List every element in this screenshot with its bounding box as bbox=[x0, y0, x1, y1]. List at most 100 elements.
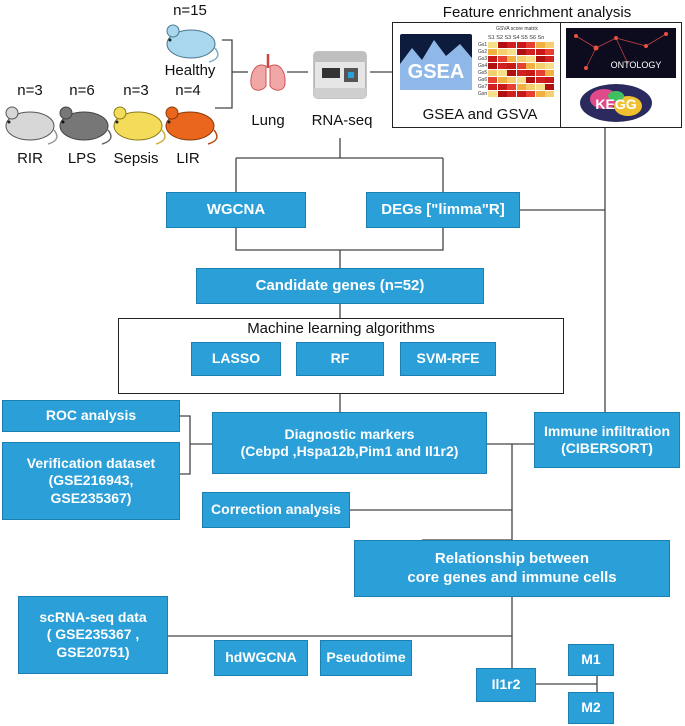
gsva-matrix-row: Gs1 bbox=[478, 41, 556, 48]
gsva-cell bbox=[507, 48, 516, 55]
mouse-rir-label: RIR bbox=[17, 150, 43, 167]
gsva-row-label: Gs3 bbox=[478, 55, 488, 62]
candidate-genes-box: Candidate genes (n=52) bbox=[196, 268, 484, 304]
lasso-box: LASSO bbox=[191, 342, 281, 376]
gsva-cell bbox=[497, 69, 507, 76]
scrna-line-1: scRNA-seq data bbox=[39, 608, 147, 625]
gsva-matrix-row: Gs3 bbox=[478, 55, 556, 62]
diagnostic-markers-box: Diagnostic markers (Cebpd ,Hspa12b,Pim1 … bbox=[212, 412, 487, 474]
m1-box: M1 bbox=[568, 644, 614, 676]
hdwgcna-box: hdWGCNA bbox=[214, 640, 308, 676]
gsva-cell bbox=[507, 90, 516, 97]
mouse-sepsis-count: n=3 bbox=[123, 82, 149, 99]
m2-box: M2 bbox=[568, 692, 614, 724]
gsva-cell bbox=[526, 83, 535, 90]
diagnostic-genes: (Cebpd ,Hspa12b,Pim1 and Il1r2) bbox=[240, 443, 459, 459]
gsva-cell bbox=[507, 41, 516, 48]
scrna-line-2: ( GSE235367 , bbox=[46, 626, 140, 643]
gsva-row-label: Gs4 bbox=[478, 62, 488, 69]
gsva-cell bbox=[535, 76, 545, 83]
gsva-cell bbox=[488, 55, 497, 62]
mouse-lir-label: LIR bbox=[176, 150, 200, 167]
gsea-logo-text: GSEA bbox=[408, 61, 465, 83]
gsva-cell bbox=[535, 48, 545, 55]
gsva-cell bbox=[545, 69, 554, 76]
gsva-matrix: GSVA score matrix S1 S2 S3 S4 S5 S6 Sn G… bbox=[478, 26, 556, 106]
gsva-cell bbox=[488, 83, 497, 90]
gsva-cell bbox=[507, 62, 516, 69]
mouse-lir-count: n=4 bbox=[175, 82, 201, 99]
gsva-cell bbox=[488, 76, 497, 83]
gsva-cell bbox=[516, 41, 526, 48]
gsva-cell bbox=[535, 62, 545, 69]
verification-dataset-box: Verification dataset (GSE216943, GSE2353… bbox=[2, 442, 180, 520]
mouse-lps-icon bbox=[59, 106, 112, 145]
gsva-cell bbox=[497, 48, 507, 55]
gsva-cell bbox=[488, 90, 497, 97]
il1r2-box: Il1r2 bbox=[476, 668, 536, 702]
mouse-lir-icon bbox=[165, 106, 218, 145]
gsva-cell bbox=[516, 90, 526, 97]
sequencer-icon bbox=[313, 51, 367, 99]
ontology-logo-text: ONTOLOGY bbox=[611, 60, 662, 70]
gsva-cell bbox=[545, 41, 554, 48]
ml-title: Machine learning algorithms bbox=[247, 320, 435, 337]
rnaseq-label: RNA-seq bbox=[311, 112, 373, 129]
gsva-cell bbox=[516, 62, 526, 69]
gsva-matrix-row: Gs4 bbox=[478, 62, 556, 69]
verification-line-2: (GSE216943, bbox=[48, 472, 134, 489]
mouse-healthy-count: n=15 bbox=[173, 2, 207, 19]
gsva-cell bbox=[497, 41, 507, 48]
gsva-cell bbox=[488, 41, 497, 48]
gsva-cell bbox=[497, 62, 507, 69]
gsva-matrix-title: GSVA score matrix bbox=[496, 26, 538, 32]
gsva-cell bbox=[507, 76, 516, 83]
lung-label: Lung bbox=[251, 112, 285, 129]
kegg-logo: KEGG bbox=[580, 84, 652, 122]
gsva-row-label: Gs7 bbox=[478, 83, 488, 90]
gsva-cell bbox=[488, 69, 497, 76]
mouse-rir-icon bbox=[5, 106, 58, 145]
ontology-network-icon: ONTOLOGY bbox=[574, 32, 668, 70]
relationship-box: Relationship between core genes and immu… bbox=[354, 540, 670, 597]
gsea-caption: GSEA and GSVA bbox=[422, 106, 538, 123]
gsva-cell bbox=[545, 48, 554, 55]
gsva-cell bbox=[545, 76, 554, 83]
gsva-row-label: Gs2 bbox=[478, 48, 488, 55]
ml-frame bbox=[118, 318, 564, 394]
mouse-sepsis-label: Sepsis bbox=[113, 150, 159, 167]
ontology-logo: ONTOLOGY bbox=[566, 28, 676, 78]
gsva-cell bbox=[497, 55, 507, 62]
gsva-cell bbox=[535, 83, 545, 90]
enrichment-title: Feature enrichment analysis bbox=[442, 4, 632, 21]
svm-rfe-box: SVM-RFE bbox=[400, 342, 496, 376]
gsva-cell bbox=[488, 48, 497, 55]
gsva-row-label: Gs5 bbox=[478, 69, 488, 76]
gsva-cell bbox=[516, 48, 526, 55]
rf-box: RF bbox=[296, 342, 384, 376]
mouse-sepsis-icon bbox=[113, 106, 166, 145]
scrna-line-3: GSE20751) bbox=[56, 643, 130, 660]
gsva-row-label: Gsn bbox=[478, 90, 488, 97]
gsva-matrix-row: Gs6 bbox=[478, 76, 556, 83]
mouse-lps-label: LPS bbox=[67, 150, 97, 167]
gsva-cell bbox=[507, 83, 516, 90]
gsva-cell bbox=[497, 90, 507, 97]
lung-icon bbox=[250, 54, 286, 91]
diagnostic-title: Diagnostic markers bbox=[284, 425, 415, 442]
verification-line-1: Verification dataset bbox=[26, 454, 156, 471]
immune-infiltration-box: Immune infiltration (CIBERSORT) bbox=[534, 412, 680, 468]
immune-method: (CIBERSORT) bbox=[561, 440, 653, 456]
relationship-line-2: core genes and immune cells bbox=[407, 568, 617, 586]
verification-line-3: GSE235367) bbox=[50, 489, 132, 506]
gsva-cell bbox=[535, 90, 545, 97]
mouse-healthy-label: Healthy bbox=[164, 62, 216, 79]
gsva-cell bbox=[526, 76, 535, 83]
gsva-cell bbox=[545, 55, 554, 62]
gsva-cell bbox=[526, 69, 535, 76]
roc-analysis-box: ROC analysis bbox=[2, 400, 180, 432]
gsva-cell bbox=[545, 83, 554, 90]
gsva-cell bbox=[526, 62, 535, 69]
gsea-wave-icon: GSEA bbox=[400, 40, 472, 90]
